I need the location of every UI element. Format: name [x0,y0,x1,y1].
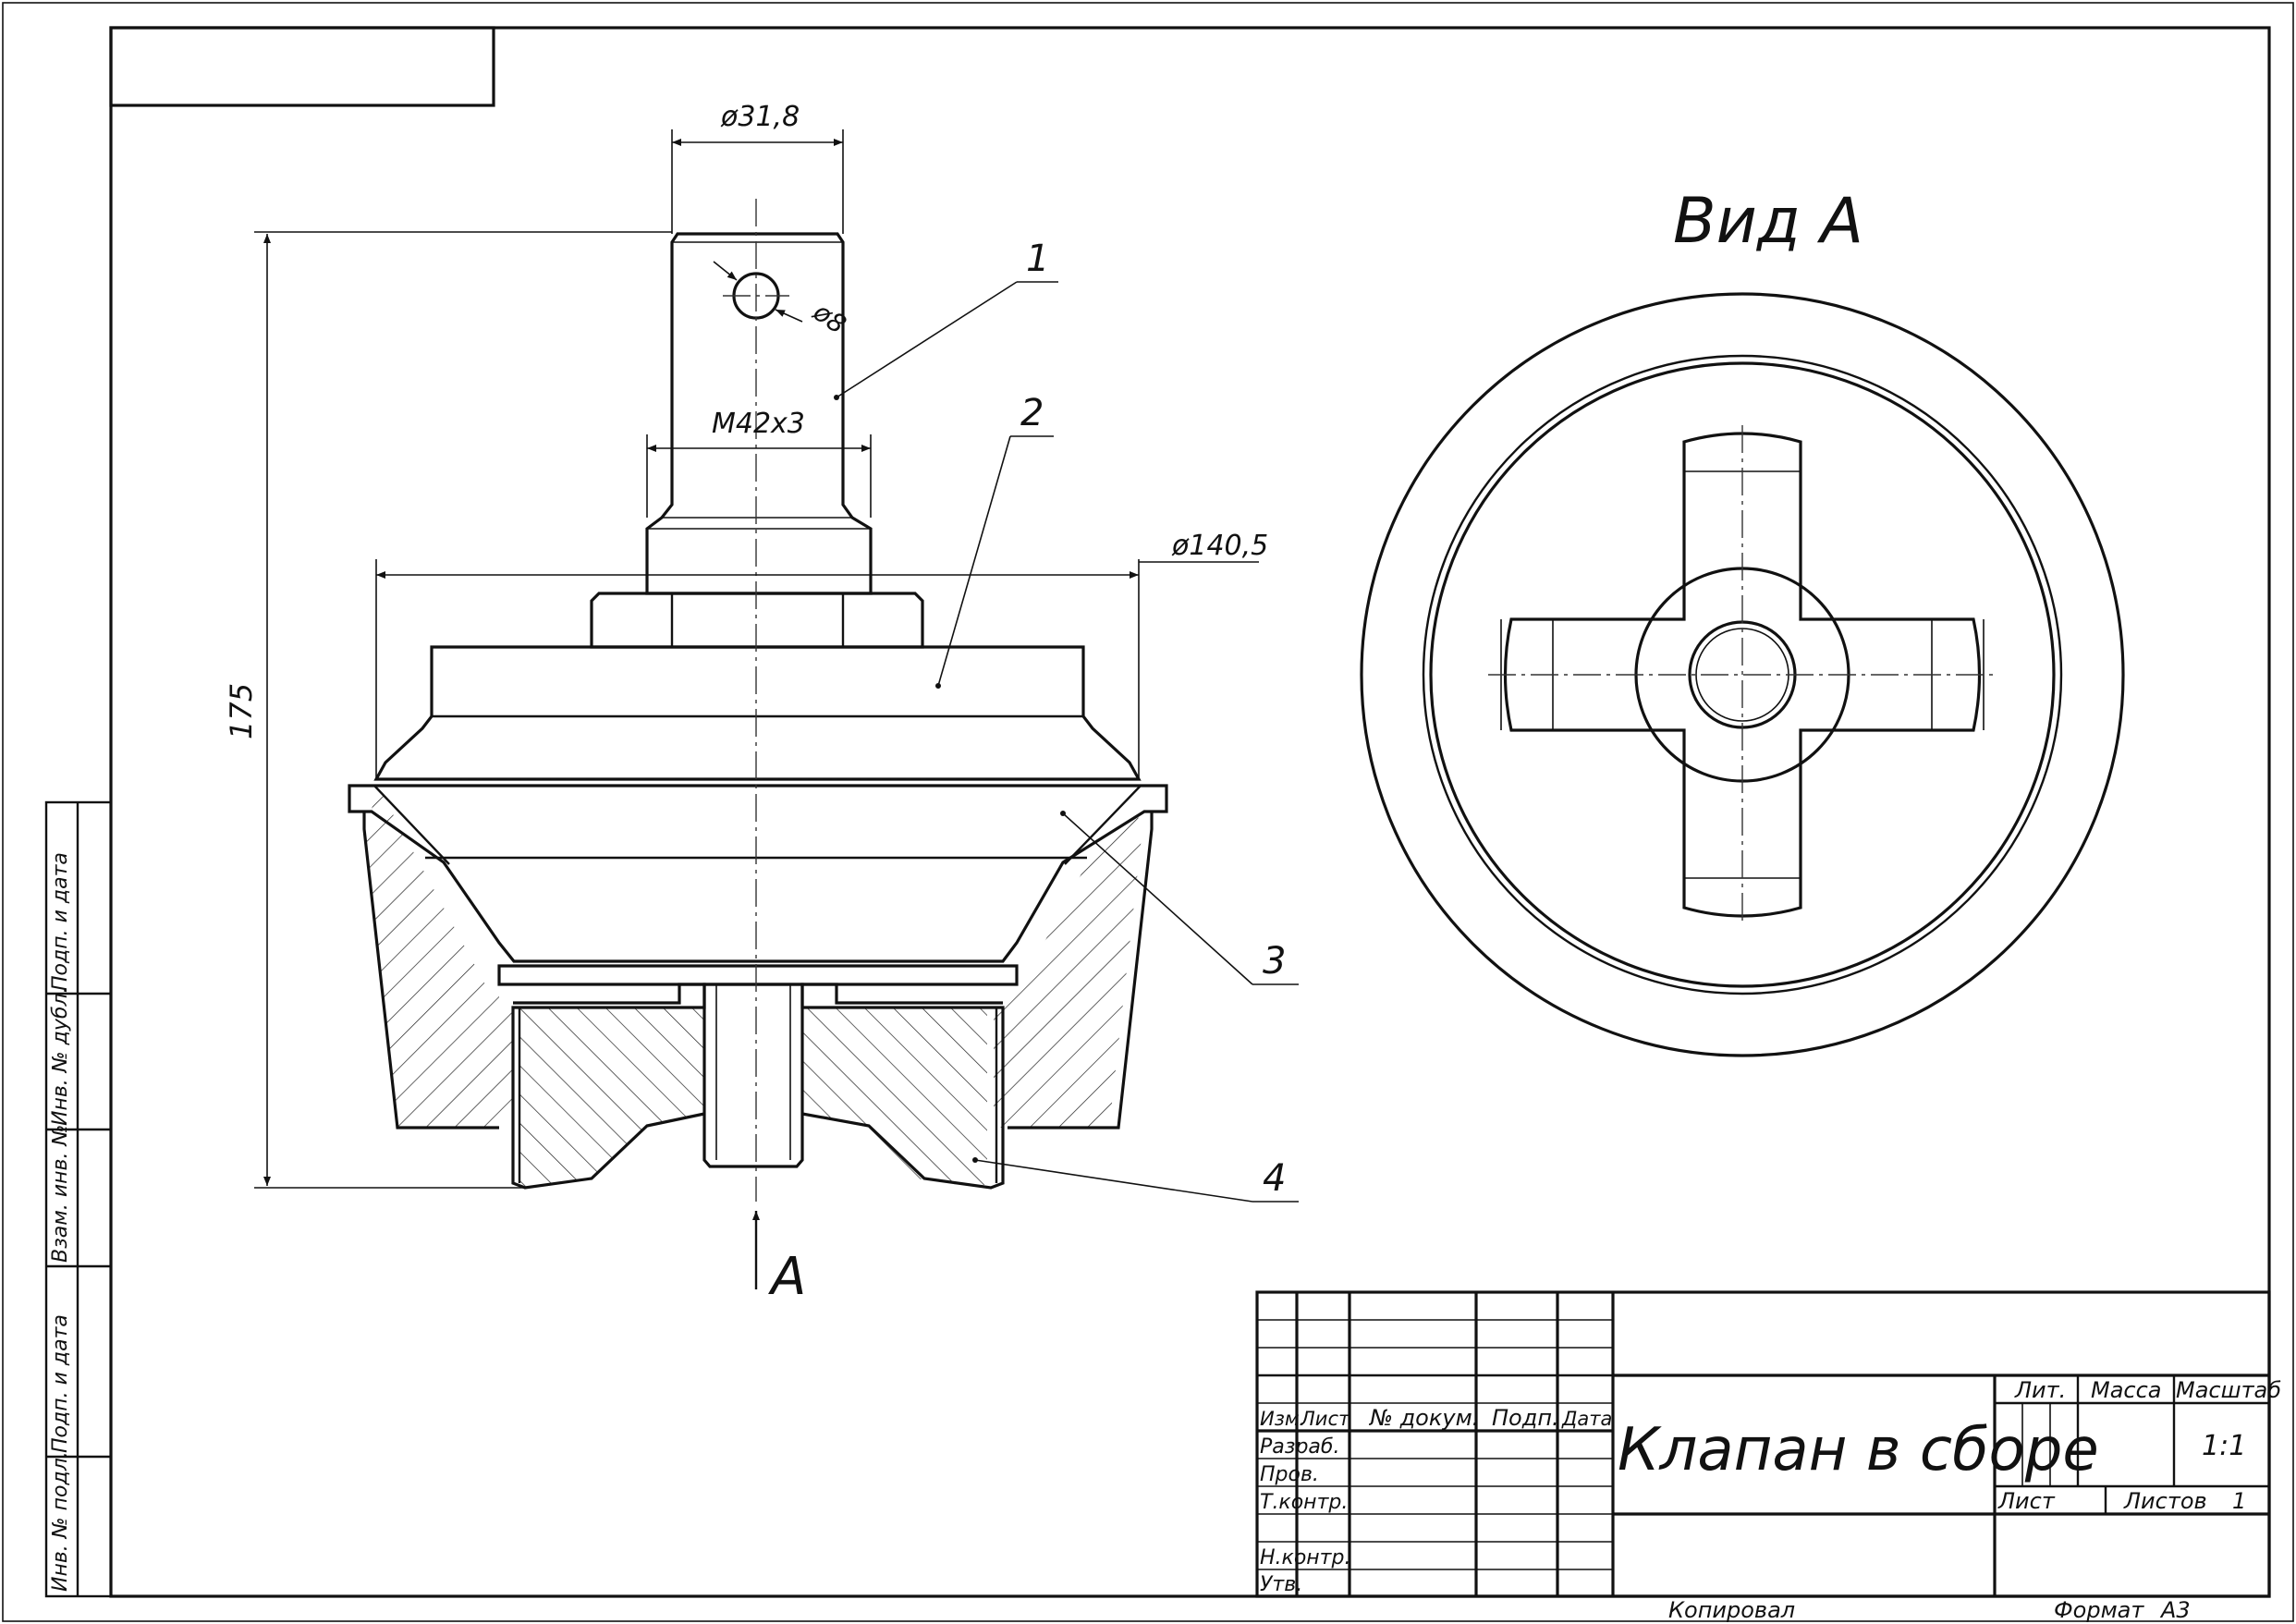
leader-4: 4 [1263,1157,1286,1200]
tb-sheets-label: Листов [2123,1488,2207,1514]
tb-header-izm: Изм. [1260,1408,1305,1430]
housing-hatch-left [364,788,513,1128]
view-a-title: Вид А [1673,185,1863,258]
top-left-stamp-box [109,26,495,107]
tb-header-list: Лист [1300,1408,1350,1430]
tb-header-sign: Подп. [1492,1405,1559,1431]
dim-total-height: 175 [224,683,259,739]
insert-outline [511,983,706,1190]
leader-2: 2 [1020,392,1044,434]
view-a: Вид А [1360,185,2125,1057]
lower-stem [702,983,804,1168]
side-stamp: Подп. и дата Инв. № дубл. Взам. инв. № П… [44,800,113,1598]
side-label-inv-podl: Инв. № подл. [49,1451,72,1592]
tb-role-tkontr: Т.контр. [1260,1491,1348,1514]
tb-role-nkontr: Н.контр. [1260,1546,1350,1569]
dim-hole-diameter: ø8 [807,296,851,340]
outer-circle [1360,292,2125,1057]
side-label-sign-date-1: Подп. и дата [49,852,72,991]
tb-sheets-value: 1 [2232,1488,2246,1514]
nut [590,592,924,649]
tb-header-doc-no: № докум. [1368,1405,1479,1431]
housing-hatch-right [994,788,1142,1128]
tb-role-utv: Утв. [1260,1573,1302,1596]
tb-title: Клапан в сборе [1618,1416,2099,1484]
tb-mass-label: Масса [2091,1377,2162,1403]
footer-copied: Копировал [1668,1597,1795,1623]
tb-lit-label: Лит. [2014,1377,2066,1403]
dim-shaft-diameter: ø31,8 [720,101,800,133]
leader-3: 3 [1263,940,1286,983]
housing-outline [362,812,499,1129]
cross-arms [1503,432,1982,918]
view-arrow-a: А [752,1211,806,1307]
side-label-vzam-inv: Взам. инв. № [49,1125,72,1263]
tb-scale-label: Масштаб [2176,1377,2281,1403]
front-section-view [348,199,1168,1202]
footer: Копировал Формат А3 [1668,1597,2191,1623]
valve-cone [348,784,1168,963]
tb-role-razrab: Разраб. [1260,1435,1339,1459]
seat-ring [497,964,1019,986]
insert-hatch [519,1007,704,1188]
dimensions: ø31,8 ø8 M42x3 ø140,5 175 [224,101,1268,1189]
side-label-inv-dubl: Инв. № дубл. [49,986,72,1126]
title-block: Изм. Лист № докум. Подп. Дата Разраб. Пр… [1255,1290,2281,1598]
valve-disc [373,645,1142,781]
dim-body-diameter: ø140,5 [1171,530,1268,562]
side-label-sign-date-2: Подп. и дата [49,1314,72,1453]
dim-thread: M42x3 [712,408,805,440]
tb-header-date: Дата [1561,1408,1612,1430]
leader-1: 1 [1026,238,1049,280]
view-arrow-label: А [768,1247,806,1307]
tb-sheet-label: Лист [1997,1488,2056,1514]
tb-role-prov: Пров. [1260,1463,1319,1486]
footer-format-label: Формат [2054,1597,2144,1623]
footer-format-value: А3 [2159,1597,2191,1623]
leaders: 1 2 3 4 [834,238,1299,1203]
tb-scale-value: 1:1 [2202,1430,2246,1462]
insert-hatch-right [802,1007,987,1188]
